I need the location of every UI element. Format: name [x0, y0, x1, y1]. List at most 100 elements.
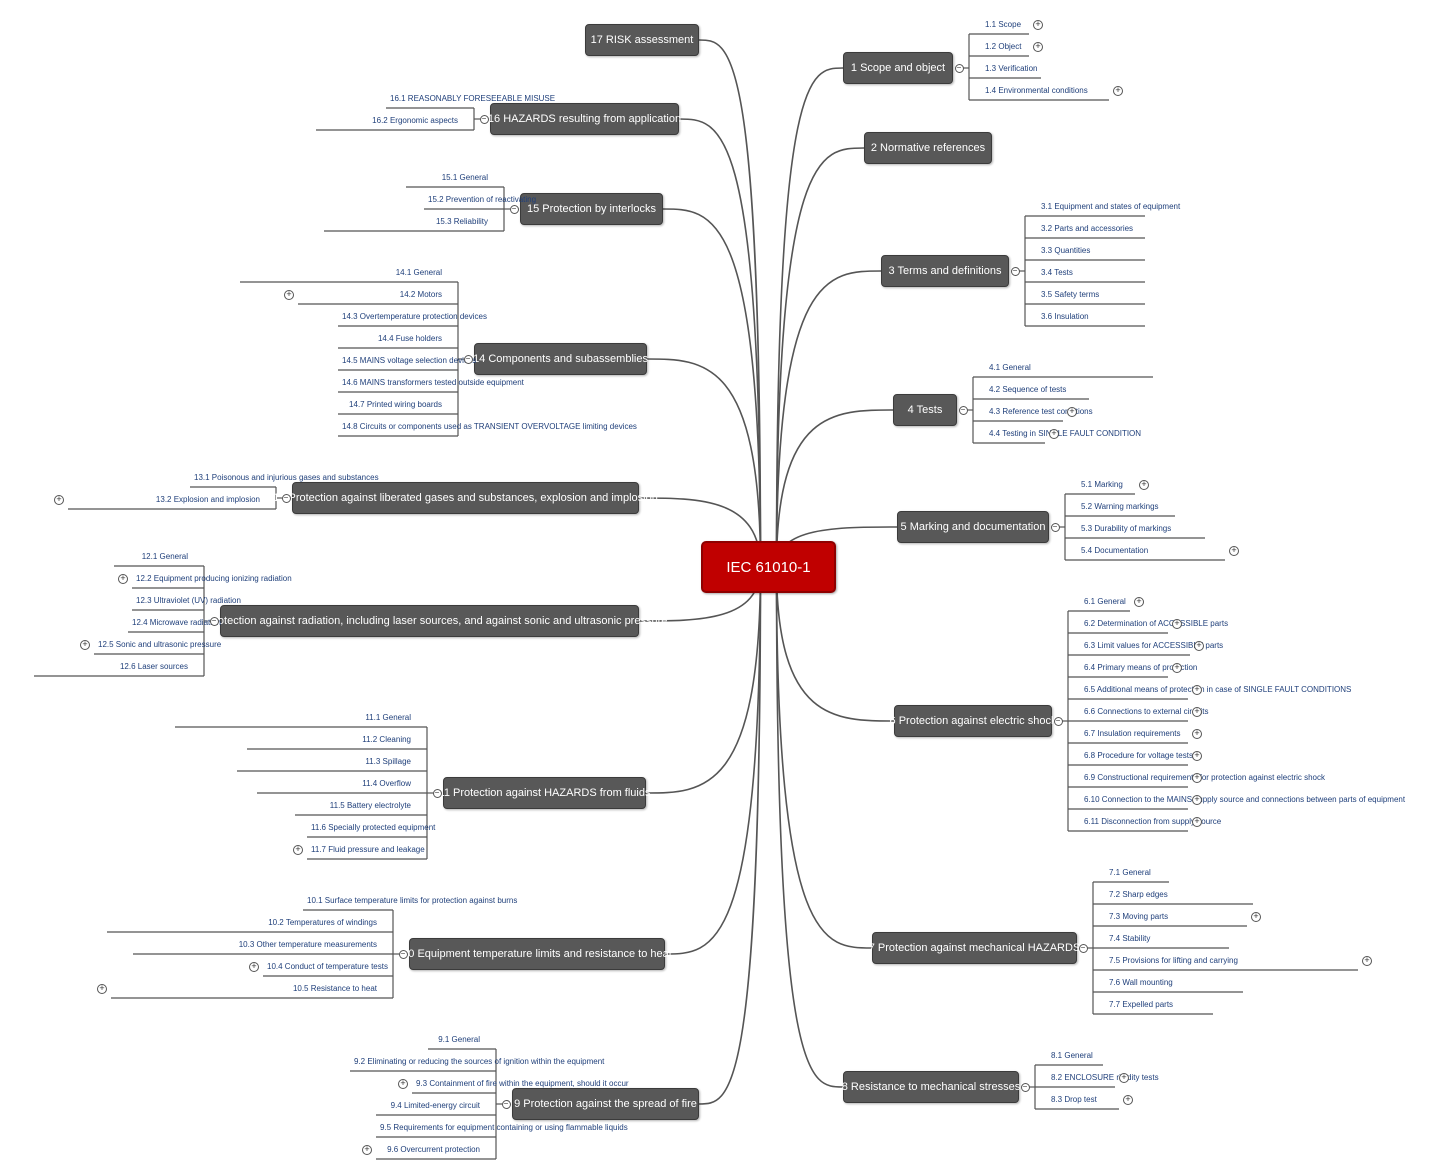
subtopic-item[interactable]: 3.5 Safety terms [1041, 290, 1100, 299]
subtopic-item[interactable]: 7.4 Stability [1109, 934, 1151, 943]
subtopic-item[interactable]: 16.1 REASONABLY FORESEEABLE MISUSE [390, 94, 556, 103]
collapse-toggle-icon[interactable]: − [509, 204, 519, 214]
subtopic-item[interactable]: 14.8 Circuits or components used as TRAN… [342, 422, 637, 431]
subtopic-item[interactable]: 9.3 Containment of fire within the equip… [416, 1079, 629, 1088]
expand-icon[interactable]: + [1192, 707, 1202, 717]
subtopic-item[interactable]: 14.5 MAINS voltage selection devices [342, 356, 477, 365]
expand-icon[interactable]: + [1113, 86, 1123, 96]
collapse-toggle-icon[interactable]: − [209, 616, 219, 626]
subtopic-item[interactable]: 6.8 Procedure for voltage tests [1084, 751, 1193, 760]
collapse-toggle-icon[interactable]: − [281, 493, 291, 503]
expand-icon[interactable]: + [1033, 20, 1043, 30]
subtopic-item[interactable]: 5.3 Durability of markings [1081, 524, 1172, 533]
subtopic-item[interactable]: 16.2 Ergonomic aspects [372, 116, 458, 125]
subtopic-item[interactable]: 6.11 Disconnection from supply source [1084, 817, 1222, 826]
expand-icon[interactable]: + [249, 962, 259, 972]
collapse-toggle-icon[interactable]: − [1053, 716, 1063, 726]
subtopic-item[interactable]: 1.3 Verification [985, 64, 1038, 73]
branch-topic-7[interactable]: 7 Protection against mechanical HAZARDS [869, 932, 1080, 964]
expand-icon[interactable]: + [293, 845, 303, 855]
collapse-toggle-icon[interactable]: − [958, 405, 968, 415]
subtopic-item[interactable]: 8.2 ENCLOSURE rigidity tests [1051, 1073, 1159, 1082]
expand-icon[interactable]: + [398, 1079, 408, 1089]
expand-icon[interactable]: + [284, 290, 294, 300]
collapse-toggle-icon[interactable]: − [479, 114, 489, 124]
subtopic-item[interactable]: 10.2 Temperatures of windings [268, 918, 377, 927]
expand-icon[interactable]: + [1251, 912, 1261, 922]
subtopic-item[interactable]: 10.5 Resistance to heat [292, 984, 377, 993]
subtopic-item[interactable]: 11.2 Cleaning [362, 735, 411, 744]
expand-icon[interactable]: + [80, 640, 90, 650]
expand-icon[interactable]: + [1192, 817, 1202, 827]
collapse-toggle-icon[interactable]: − [1078, 943, 1088, 953]
expand-icon[interactable]: + [1229, 546, 1239, 556]
subtopic-item[interactable]: 14.1 General [395, 268, 442, 277]
branch-topic-3[interactable]: 3 Terms and definitions [881, 255, 1009, 287]
subtopic-item[interactable]: 7.7 Expelled parts [1109, 1000, 1174, 1009]
subtopic-item[interactable]: 6.7 Insulation requirements [1084, 729, 1181, 738]
subtopic-item[interactable]: 11.4 Overflow [362, 779, 411, 788]
subtopic-item[interactable]: 6.4 Primary means of protection [1084, 663, 1198, 672]
subtopic-item[interactable]: 11.5 Battery electrolyte [329, 801, 411, 810]
expand-icon[interactable]: + [1033, 42, 1043, 52]
subtopic-item[interactable]: 7.2 Sharp edges [1109, 890, 1168, 899]
subtopic-item[interactable]: 9.4 Limited-energy circuit [390, 1101, 480, 1110]
subtopic-item[interactable]: 13.2 Explosion and implosion [155, 495, 260, 504]
branch-topic-11[interactable]: 11 Protection against HAZARDS from fluid… [439, 777, 650, 809]
subtopic-item[interactable]: 14.7 Printed wiring boards [349, 400, 442, 409]
collapse-toggle-icon[interactable]: − [463, 354, 473, 364]
subtopic-item[interactable]: 11.7 Fluid pressure and leakage [311, 845, 425, 854]
branch-topic-12[interactable]: 12 Protection against radiation, includi… [192, 605, 667, 637]
expand-icon[interactable]: + [362, 1145, 372, 1155]
subtopic-item[interactable]: 5.2 Warning markings [1081, 502, 1159, 511]
subtopic-item[interactable]: 4.4 Testing in SINGLE FAULT CONDITION [989, 429, 1142, 438]
expand-icon[interactable]: + [1123, 1095, 1133, 1105]
expand-icon[interactable]: + [1192, 795, 1202, 805]
subtopic-item[interactable]: 15.1 General [441, 173, 488, 182]
expand-icon[interactable]: + [118, 574, 128, 584]
collapse-toggle-icon[interactable]: − [1010, 266, 1020, 276]
subtopic-item[interactable]: 9.1 General [438, 1035, 480, 1044]
expand-icon[interactable]: + [97, 984, 107, 994]
subtopic-item[interactable]: 6.3 Limit values for ACCESSIBLE parts [1084, 641, 1224, 650]
subtopic-item[interactable]: 11.3 Spillage [365, 757, 411, 766]
subtopic-item[interactable]: 6.1 General [1084, 597, 1126, 606]
expand-icon[interactable]: + [1192, 685, 1202, 695]
expand-icon[interactable]: + [1134, 597, 1144, 607]
subtopic-item[interactable]: 12.1 General [141, 552, 188, 561]
subtopic-item[interactable]: 13.1 Poisonous and injurious gases and s… [194, 473, 379, 482]
subtopic-item[interactable]: 4.2 Sequence of tests [989, 385, 1067, 394]
expand-icon[interactable]: + [1067, 407, 1077, 417]
subtopic-item[interactable]: 10.3 Other temperature measurements [238, 940, 377, 949]
branch-topic-6[interactable]: 6 Protection against electric shock [890, 705, 1056, 737]
subtopic-item[interactable]: 1.4 Environmental conditions [985, 86, 1088, 95]
subtopic-item[interactable]: 12.3 Ultraviolet (UV) radiation [136, 596, 241, 605]
subtopic-item[interactable]: 15.2 Prevention of reactivating [428, 195, 537, 204]
subtopic-item[interactable]: 7.1 General [1109, 868, 1151, 877]
subtopic-item[interactable]: 7.3 Moving parts [1109, 912, 1169, 921]
subtopic-item[interactable]: 9.5 Requirements for equipment containin… [380, 1123, 628, 1132]
subtopic-item[interactable]: 14.2 Motors [399, 290, 442, 299]
branch-topic-13[interactable]: 13 Protection against liberated gases an… [273, 482, 658, 514]
subtopic-item[interactable]: 10.4 Conduct of temperature tests [267, 962, 388, 971]
expand-icon[interactable]: + [54, 495, 64, 505]
subtopic-item[interactable]: 3.6 Insulation [1041, 312, 1089, 321]
expand-icon[interactable]: + [1172, 663, 1182, 673]
expand-icon[interactable]: + [1139, 480, 1149, 490]
branch-topic-14[interactable]: 14 Components and subassemblies [473, 343, 648, 375]
subtopic-item[interactable]: 12.4 Microwave radiation [132, 618, 221, 627]
branch-topic-4[interactable]: 4 Tests [893, 394, 957, 426]
subtopic-item[interactable]: 8.3 Drop test [1051, 1095, 1097, 1104]
collapse-toggle-icon[interactable]: − [954, 63, 964, 73]
subtopic-item[interactable]: 5.1 Marking [1081, 480, 1123, 489]
subtopic-item[interactable]: 7.5 Provisions for lifting and carrying [1109, 956, 1238, 965]
subtopic-item[interactable]: 7.6 Wall mounting [1109, 978, 1173, 987]
subtopic-item[interactable]: 6.10 Connection to the MAINS supply sour… [1084, 795, 1406, 804]
subtopic-item[interactable]: 5.4 Documentation [1081, 546, 1149, 555]
branch-topic-9[interactable]: 9 Protection against the spread of fire [512, 1088, 699, 1120]
subtopic-item[interactable]: 1.2 Object [985, 42, 1022, 51]
collapse-toggle-icon[interactable]: − [1050, 522, 1060, 532]
subtopic-item[interactable]: 6.2 Determination of ACCESSIBLE parts [1084, 619, 1229, 628]
expand-icon[interactable]: + [1119, 1073, 1129, 1083]
subtopic-item[interactable]: 3.2 Parts and accessories [1041, 224, 1134, 233]
